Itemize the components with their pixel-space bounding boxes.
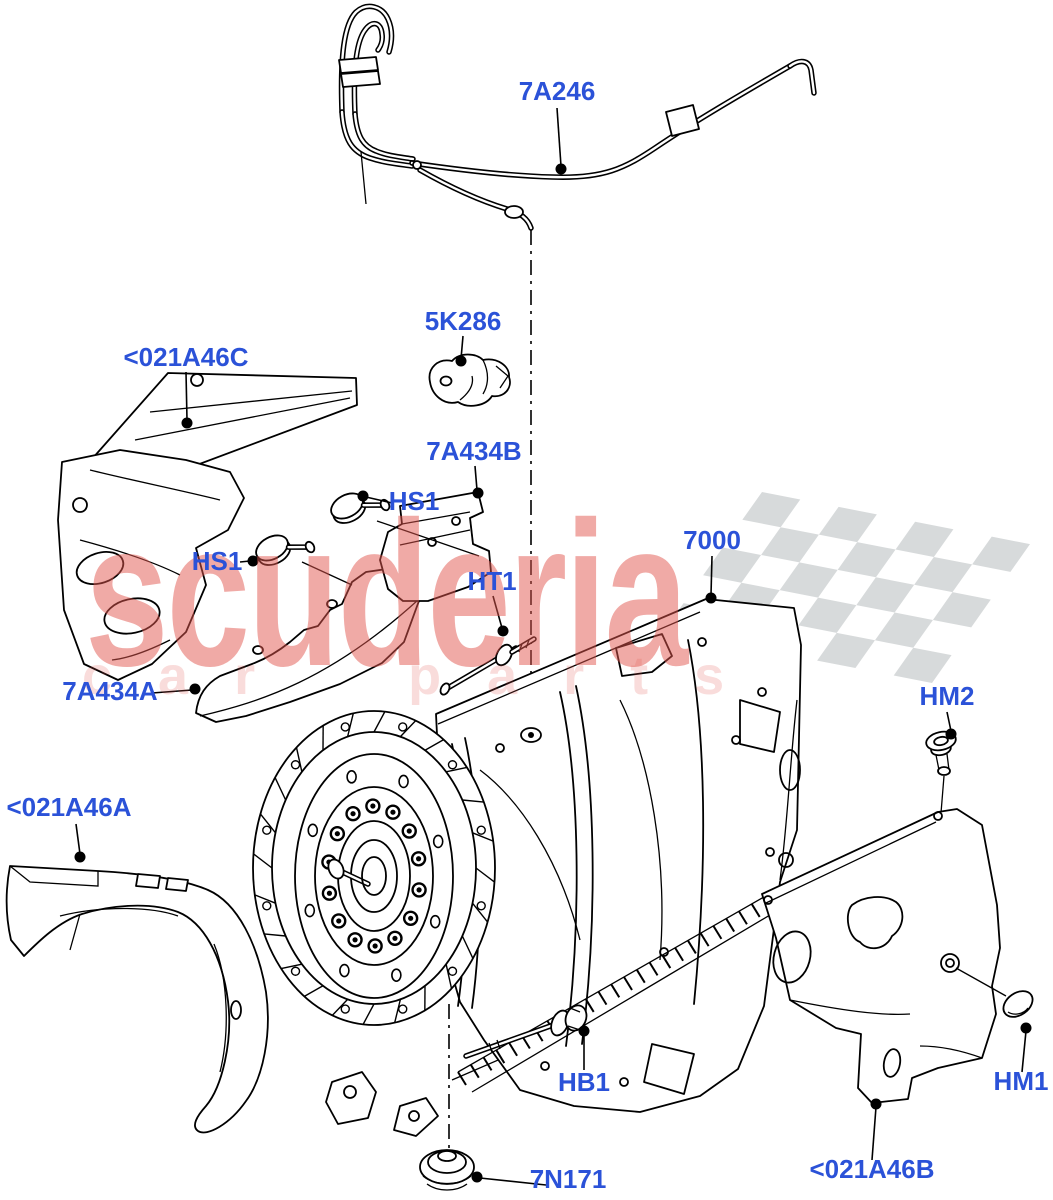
label-7000[interactable]: 7000 [683,525,741,555]
pipe-fitting [504,205,524,219]
clip-HM2 [925,730,957,820]
pipe-7A246 [338,3,817,231]
pin-hs1-right [330,492,391,524]
wheelarch-liner-021A46A [5,865,269,1134]
watermark-brand-text: scuderia [85,480,690,710]
pipe-clamp [338,56,379,74]
torque-converter [252,710,496,1026]
label-HS1-right[interactable]: HS1 [389,486,440,516]
label-5K286[interactable]: 5K286 [425,306,502,336]
bolt-HB1 [463,1004,588,1059]
pipe-tag [665,104,700,137]
leader-lines [74,107,1032,1186]
watermark-tagline-text: car parts [82,646,770,706]
label-7A434A[interactable]: 7A434A [62,676,158,706]
plug-7N171 [419,1149,475,1191]
bracket-7A434B [379,491,492,602]
label-7N171[interactable]: 7N171 [530,1164,607,1194]
label-021A46B[interactable]: <021A46B [809,1154,934,1184]
brand-watermark: scuderia car parts [82,480,770,710]
label-HM1[interactable]: HM1 [994,1066,1049,1096]
pipe-clamp [340,70,381,88]
part-labels: 7A246 5K286 <021A46C 7A434B HS1 HS1 HT1 … [6,76,1048,1194]
label-7A434B[interactable]: 7A434B [426,436,521,466]
label-HT1[interactable]: HT1 [467,566,516,596]
grommet-HM1 [1002,990,1034,1018]
pin-hs1-left [255,534,316,566]
label-HB1[interactable]: HB1 [558,1067,610,1097]
label-7A246[interactable]: 7A246 [519,76,596,106]
label-021A46C[interactable]: <021A46C [123,342,248,372]
pin-left-pointer [301,561,353,586]
heat-shield-021A46B [761,808,1001,1104]
label-HM2[interactable]: HM2 [920,681,975,711]
stud-HT1 [439,636,537,696]
grommet-pointer [955,967,1007,997]
bracket-5K286 [428,353,511,407]
label-021A46A[interactable]: <021A46A [6,792,131,822]
label-HS1-left[interactable]: HS1 [192,546,243,576]
mount-tab [393,1097,439,1137]
heat-shield-021A46C [57,372,358,681]
pin-right-pointer [376,520,480,557]
